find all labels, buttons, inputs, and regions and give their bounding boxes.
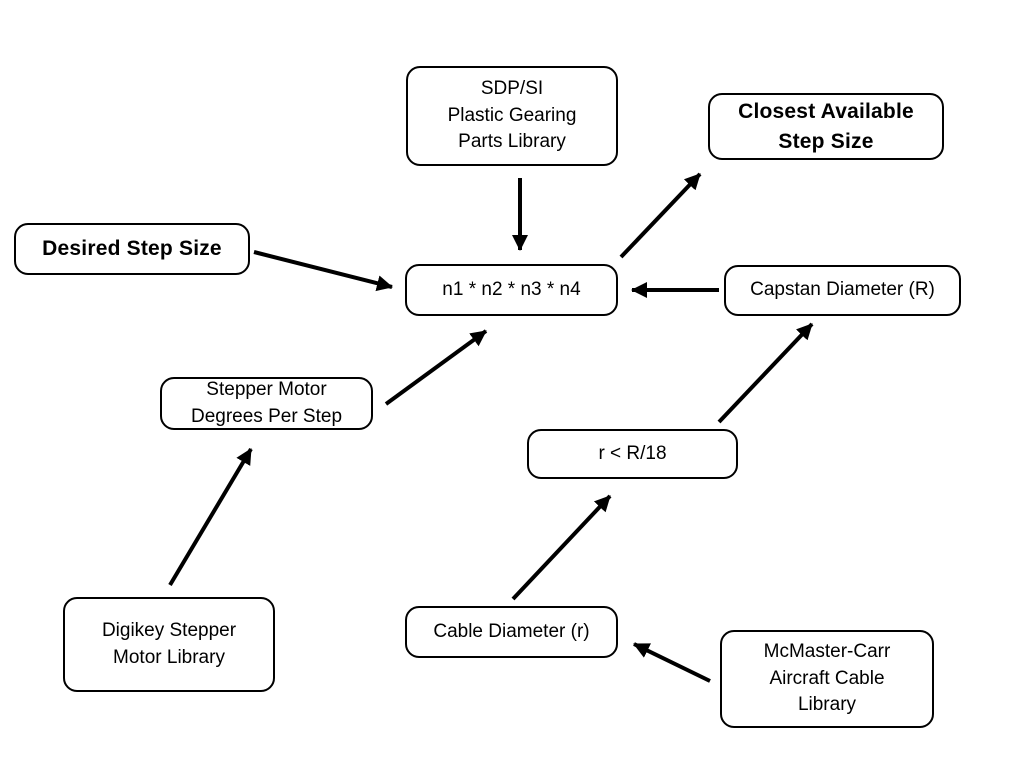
node-stepper-degrees: Stepper Motor Degrees Per Step xyxy=(160,377,373,430)
node-gear-ratio-product: n1 * n2 * n3 * n4 xyxy=(405,264,618,316)
node-capstan-diameter: Capstan Diameter (R) xyxy=(724,265,961,316)
node-mcmaster-library: McMaster-Carr Aircraft Cable Library xyxy=(720,630,934,728)
node-radius-constraint: r < R/18 xyxy=(527,429,738,479)
arrow-digikey-library-to-stepper-degrees xyxy=(168,447,253,587)
arrow-gear-ratio-product-to-closest-step-size xyxy=(619,172,702,259)
arrow-desired-step-size-to-gear-ratio-product xyxy=(253,250,393,292)
node-sdp-si-library: SDP/SI Plastic Gearing Parts Library xyxy=(406,66,618,166)
arrow-cable-diameter-to-radius-constraint xyxy=(511,494,612,601)
node-cable-diameter: Cable Diameter (r) xyxy=(405,606,618,658)
arrow-stepper-degrees-to-gear-ratio-product xyxy=(384,329,488,406)
arrow-mcmaster-library-to-cable-diameter xyxy=(633,642,711,683)
node-desired-step-size: Desired Step Size xyxy=(14,223,250,275)
node-digikey-library: Digikey Stepper Motor Library xyxy=(63,597,275,692)
node-closest-step-size: Closest Available Step Size xyxy=(708,93,944,160)
arrow-radius-constraint-to-capstan-diameter xyxy=(717,322,814,424)
